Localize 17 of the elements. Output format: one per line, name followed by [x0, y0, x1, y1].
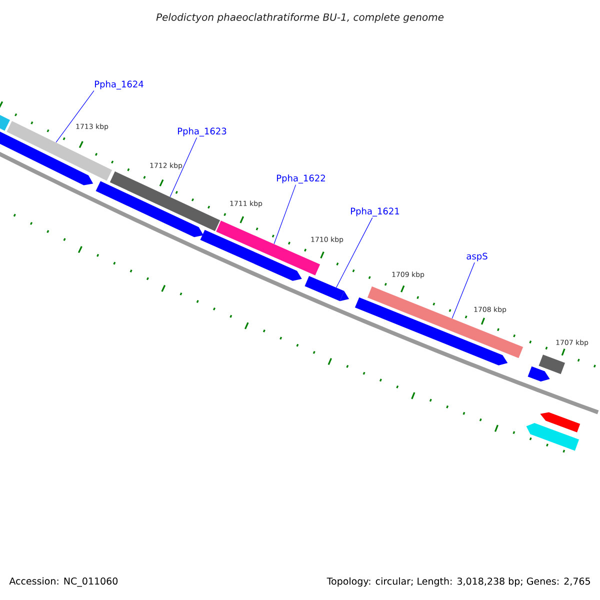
- gene-bar: [304, 276, 350, 302]
- gene-label: Ppha_1623: [178, 128, 226, 136]
- leader-line: [452, 262, 475, 319]
- title: Pelodictyon phaeoclathratiforme BU-1, complete genome: [156, 13, 444, 23]
- footer-text: Topology: circular; Length: 3,018,238 bp; Genes: 2,765: [326, 577, 590, 587]
- leader-line: [274, 184, 296, 244]
- gene-bar: [6, 120, 112, 181]
- leader-line: [336, 217, 373, 288]
- gene-label: Ppha_1621: [351, 208, 400, 216]
- footer-text: Accession: NC_011060: [9, 577, 118, 587]
- gene-bar: [367, 286, 524, 358]
- gene-label: Ppha_1624: [95, 80, 144, 90]
- leader-line: [56, 90, 94, 143]
- gene-label: Ppha_1622: [277, 174, 325, 184]
- gene-label: aspS: [466, 252, 488, 262]
- leader-line: [170, 137, 198, 198]
- gene-bar: [110, 171, 220, 232]
